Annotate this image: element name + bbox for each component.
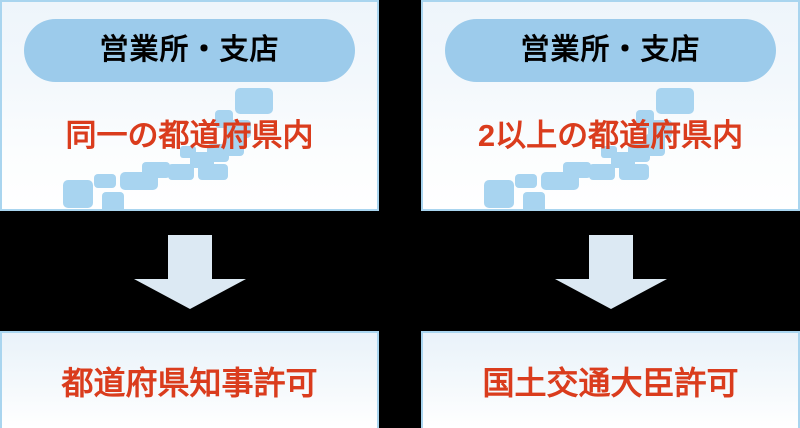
- down-arrow-icon-right: [555, 235, 667, 309]
- down-arrow-icon-left: [134, 235, 246, 309]
- condition-label-prefectural: 同一の都道府県内: [65, 118, 314, 153]
- result-card-prefectural: 都道府県知事許可: [0, 331, 379, 428]
- condition-card-prefectural: 営業所・支店: [0, 0, 379, 211]
- office-branch-pill-left: 営業所・支店: [24, 19, 355, 82]
- result-label-prefectural: 都道府県知事許可: [61, 364, 318, 401]
- pill-label-left: 営業所・支店: [99, 34, 280, 66]
- branch-column-national: 営業所・支店: [421, 0, 800, 428]
- arrow-zone-right: [421, 211, 800, 331]
- result-card-national: 国土交通大臣許可: [421, 331, 800, 428]
- arrow-zone-left: [0, 211, 379, 331]
- result-label-national: 国土交通大臣許可: [482, 364, 739, 401]
- condition-label-national: 2以上の都道府県内: [477, 118, 744, 153]
- pill-label-right: 営業所・支店: [520, 34, 701, 66]
- branch-column-prefectural: 営業所・支店: [0, 0, 379, 428]
- condition-card-national: 営業所・支店: [421, 0, 800, 211]
- office-branch-pill-right: 営業所・支店: [445, 19, 776, 82]
